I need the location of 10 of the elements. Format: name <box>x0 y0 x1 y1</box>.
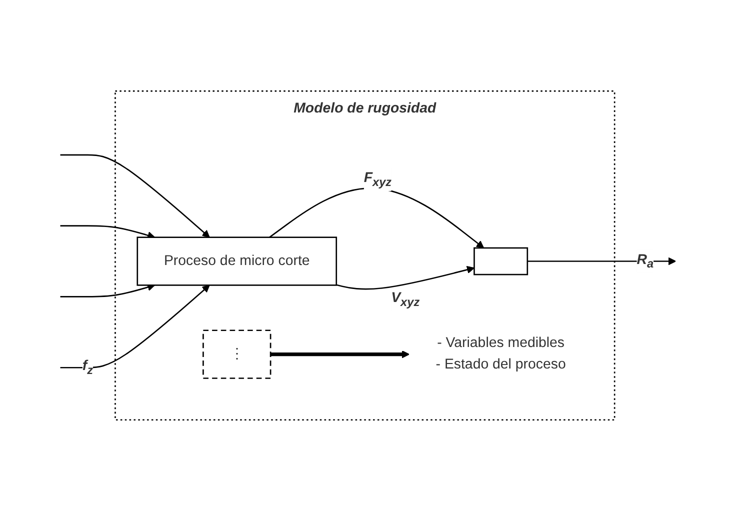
arrow <box>60 284 210 368</box>
process-box <box>474 246 528 275</box>
process-box: ⋮ <box>202 329 272 378</box>
arrow <box>269 187 484 248</box>
process-box: Proceso de micro corte <box>136 236 338 286</box>
arrow <box>527 256 676 265</box>
arrow <box>336 265 475 290</box>
text-note: - Variables medibles - Estado del proceso <box>436 335 566 372</box>
arrow <box>60 154 210 238</box>
arrow <box>270 350 410 358</box>
